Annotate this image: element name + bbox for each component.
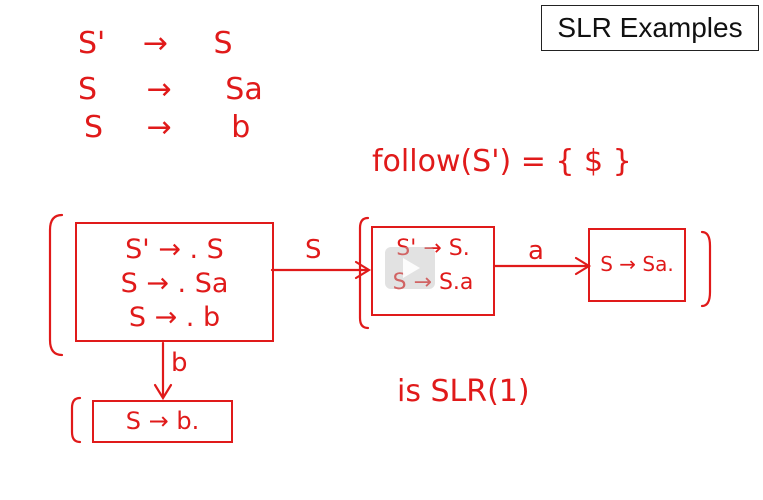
lr0-item: S' → . S <box>125 234 224 265</box>
lr0-item: S → . b <box>128 302 221 333</box>
transition-label-b: b <box>171 348 188 378</box>
rule-lhs: S' <box>78 26 106 61</box>
play-icon[interactable] <box>385 247 435 289</box>
grammar-rule: S → b <box>84 110 250 145</box>
rule-rhs: Sa <box>225 72 263 107</box>
slide-title: SLR Examples <box>541 5 759 51</box>
transition-label-a: a <box>528 236 544 266</box>
rule-lhs: S <box>78 72 98 107</box>
lr0-item: S → b. <box>125 407 200 435</box>
lr0-state-2: S → Sa. <box>588 228 686 302</box>
lr0-item: S' → S. <box>396 236 470 261</box>
lr0-state-0: S' → . S S → . Sa S → . b <box>75 222 274 342</box>
rule-arrow: → <box>142 26 168 61</box>
lr0-item: S → Sa. <box>600 252 674 276</box>
transition-arrow-s-head <box>354 260 372 280</box>
rule-rhs: S <box>213 26 233 61</box>
bracket-left <box>70 396 82 444</box>
bracket-right <box>700 230 712 308</box>
lr0-item: S → . Sa <box>120 268 229 299</box>
transition-label-s: S <box>305 235 322 265</box>
bracket-left <box>358 216 370 330</box>
bracket-left <box>48 213 64 357</box>
rule-rhs: b <box>231 110 251 145</box>
follow-set-note: follow(S') = { $ } <box>372 144 632 179</box>
rule-arrow: → <box>146 110 172 145</box>
lr0-state-3: S → b. <box>92 400 233 443</box>
rule-arrow: → <box>146 72 172 107</box>
transition-arrow-b-head <box>153 383 173 401</box>
rule-lhs: S <box>84 110 104 145</box>
grammar-rule: S → Sa <box>78 72 263 107</box>
grammar-rule: S' → S <box>78 26 233 61</box>
slr1-conclusion: is SLR(1) <box>397 374 530 409</box>
